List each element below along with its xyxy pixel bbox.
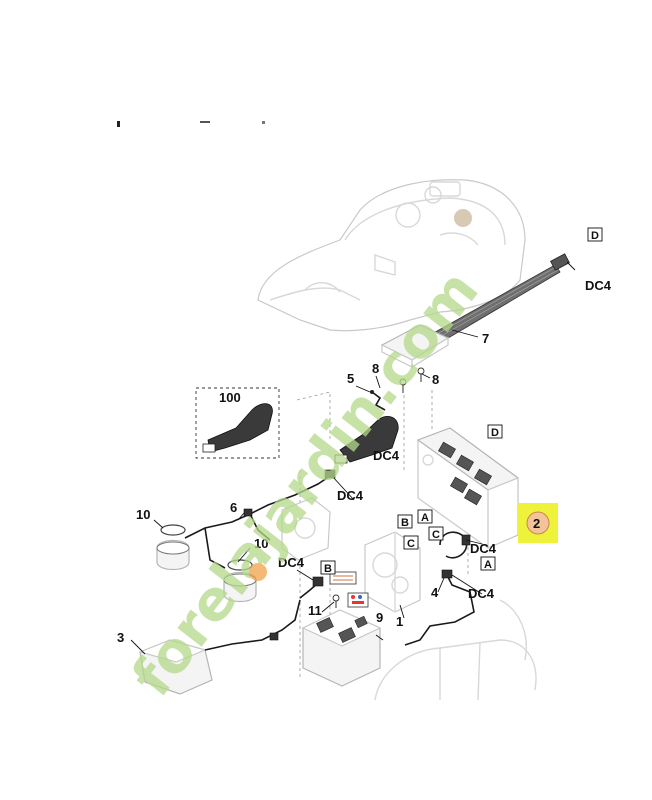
sensor-3 [138, 599, 301, 695]
part-callouts: 7 8 8 5 100 6 10 10 3 11 9 1 4 2 [117, 331, 540, 645]
box-label: D [591, 230, 599, 242]
callout-9: 9 [376, 610, 383, 625]
connector-label: DC4 [468, 586, 495, 601]
wire-harness-5 [370, 390, 386, 411]
warning-labels [329, 571, 369, 608]
screw-11 [332, 594, 340, 608]
battery-pack [301, 609, 382, 687]
connector-label: DC4 [585, 278, 612, 293]
callout-8: 8 [372, 361, 379, 376]
connector-label: DC4 [373, 448, 400, 463]
box-label: A [484, 559, 492, 571]
display-board [380, 324, 450, 369]
connector-loop [439, 531, 471, 559]
connector-label: DC4 [337, 488, 364, 503]
box-labels: D D A B C C A B [320, 227, 603, 575]
callout-10: 10 [254, 536, 268, 551]
screw-parts [399, 367, 425, 393]
box-label: A [421, 512, 429, 524]
box-label: C [407, 538, 415, 550]
callout-4: 4 [431, 585, 439, 600]
blade-motor [281, 497, 331, 561]
callout-7: 7 [482, 331, 489, 346]
box-label: B [401, 517, 409, 529]
callout-2: 2 [533, 516, 540, 531]
box-label: D [491, 427, 499, 439]
callout-1: 1 [396, 614, 403, 629]
box-label: B [324, 563, 332, 575]
cable-dc4-lower [299, 576, 324, 599]
leader-lines [130, 261, 576, 655]
watermark-dot [249, 563, 267, 581]
callout-100: 100 [219, 390, 241, 405]
callout-10: 10 [136, 507, 150, 522]
connector-label: DC4 [470, 541, 497, 556]
chassis-lower [374, 599, 537, 701]
control-box [416, 427, 520, 549]
kit-100-box [195, 387, 280, 459]
cable-harness-6 [184, 469, 336, 569]
connector-labels: DC4 DC4 DC4 DC4 DC4 DC4 [278, 278, 612, 601]
callout-6: 6 [230, 500, 237, 515]
callout-5: 5 [347, 371, 354, 386]
connector-label: DC4 [278, 555, 305, 570]
watermark-dot [454, 209, 472, 227]
cable-harness-main [334, 416, 399, 464]
callout-11: 11 [308, 603, 322, 618]
callout-3: 3 [117, 630, 124, 645]
header-marks [117, 121, 265, 127]
callout-8: 8 [432, 372, 439, 387]
sensor-10-left [156, 524, 190, 571]
highlight-callout-2 [518, 503, 558, 543]
cable-4 [404, 569, 475, 646]
box-label: C [432, 529, 440, 541]
